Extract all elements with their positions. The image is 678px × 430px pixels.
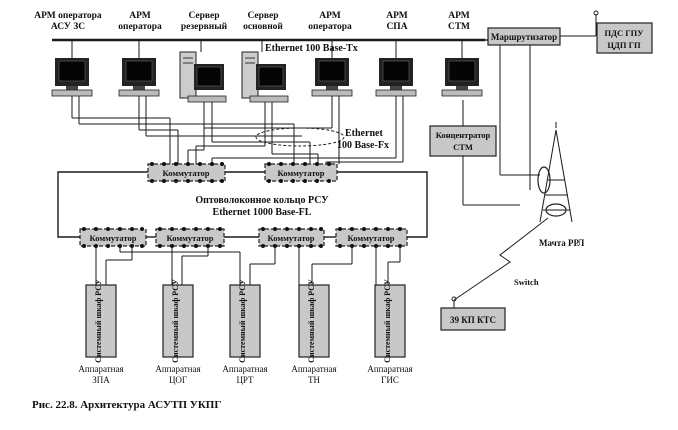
- ws4-line1: Сервер: [247, 11, 278, 21]
- fx-ellipse: [255, 127, 345, 147]
- cabinet-zpa: Системный шкаф РСУ: [85, 279, 117, 363]
- optical-ring: [57, 171, 428, 238]
- switch-top-right: Коммутатор: [264, 162, 338, 183]
- pc-icon-6: [375, 58, 417, 97]
- server-icon-main: [241, 51, 289, 103]
- cabinet-gis: Системный шкаф РСУ: [374, 279, 406, 363]
- pds-box: [596, 22, 653, 54]
- switch-bottom-4-label: Коммутатор: [347, 233, 394, 243]
- cabinet-zpa-cap1: Аппаратная: [78, 364, 123, 374]
- switch-bottom-2: Коммутатор: [155, 227, 225, 248]
- ws3-line1: Сервер: [188, 11, 219, 21]
- ws5-line1: АРМ: [319, 11, 340, 21]
- switch-bottom-4: Коммутатор: [335, 227, 408, 248]
- switch-bottom-1-label: Коммутатор: [89, 233, 136, 243]
- ethernet-tx-label: Ethernet 100 Base-Tx: [265, 43, 358, 54]
- mast-rrl: [537, 122, 573, 223]
- switch-bottom-1: Коммутатор: [79, 227, 147, 248]
- ws7-line2: СТМ: [448, 22, 470, 32]
- cabinet-gis-text: Системный шкаф РСУ: [383, 279, 392, 363]
- switch-top-right-label: Коммутатор: [277, 168, 324, 178]
- switch-bottom-3-label: Коммутатор: [267, 233, 314, 243]
- concentrator-line2: СТМ: [453, 142, 473, 152]
- switch-top-left: Коммутатор: [147, 162, 226, 183]
- concentrator-line1: Концентратор: [436, 130, 491, 140]
- pc-icon-1: [51, 58, 93, 97]
- cabinet-tn-cap2: ТН: [308, 375, 320, 385]
- ws3-line2: резервный: [181, 21, 228, 32]
- figure-caption: Рис. 22.8. Архитектура АСУТП УКПГ: [32, 399, 222, 411]
- cabinet-tn-cap1: Аппаратная: [291, 364, 336, 374]
- cabinet-cog: Системный шкаф РСУ: [162, 279, 194, 363]
- cabinet-wiring: [95, 246, 401, 285]
- cabinet-gis-cap1: Аппаратная: [367, 364, 412, 374]
- ring-line1: Оптоволоконное кольцо РСУ: [195, 195, 329, 206]
- cabinet-zpa-cap2: ЗПА: [92, 375, 110, 385]
- kp-label: 39 КП КТС: [450, 315, 496, 325]
- switch-top-left-label: Коммутатор: [162, 168, 209, 178]
- workstation-labels: АРМ оператора АСУ ЗС АРМ оператора Серве…: [34, 11, 470, 32]
- cabinet-crt: Системный шкаф РСУ: [229, 279, 261, 363]
- ws1-line1: АРМ оператора: [34, 11, 102, 21]
- ethernet-fx-line2: 100 Base-Fx: [337, 140, 389, 151]
- ws6-line1: АРМ: [386, 11, 407, 21]
- switch-bottom-2-label: Коммутатор: [166, 233, 213, 243]
- cabinet-cog-cap2: ЦОГ: [169, 375, 187, 385]
- concentrator-box: [429, 125, 497, 157]
- cabinet-gis-cap2: ГИС: [381, 375, 399, 385]
- pc-icon-5: [311, 58, 353, 97]
- pc-icon-7: [441, 58, 483, 97]
- ws4-line2: основной: [243, 21, 283, 32]
- ws7-line1: АРМ: [448, 11, 469, 21]
- cabinet-tn: Системный шкаф РСУ: [298, 279, 330, 363]
- cabinet-crt-text: Системный шкаф РСУ: [238, 279, 247, 363]
- ethernet-fx-line1: Ethernet: [345, 128, 383, 139]
- cabinet-tn-text: Системный шкаф РСУ: [307, 279, 316, 363]
- pds-line1: ПДС ГПУ: [605, 28, 645, 38]
- radio-link: [453, 217, 549, 301]
- cabinet-zpa-text: Системный шкаф РСУ: [94, 279, 103, 363]
- ws2-line2: оператора: [118, 22, 162, 32]
- switch-bottom-3: Коммутатор: [258, 227, 325, 248]
- bus-drops: [71, 40, 463, 58]
- switch-word: Switch: [514, 277, 539, 287]
- server-icon-reserve: [179, 51, 227, 103]
- ring-line2: Ethernet 1000 Base-FL: [213, 207, 312, 218]
- cabinet-crt-cap1: Аппаратная: [222, 364, 267, 374]
- pds-line2: ЦДП ГП: [607, 40, 641, 50]
- router-label: Маршрутизатор: [491, 32, 557, 42]
- ws1-line2: АСУ ЗС: [51, 22, 85, 32]
- mast-label: Мачта РРЛ: [539, 238, 585, 248]
- kp-box: [440, 307, 506, 331]
- pc-icon-2: [118, 58, 160, 97]
- ws2-line1: АРМ: [129, 11, 150, 21]
- workstation-wiring: [71, 96, 404, 164]
- ws6-line2: СПА: [386, 22, 407, 32]
- cabinet-cog-text: Системный шкаф РСУ: [171, 279, 180, 363]
- cabinet-cog-cap1: Аппаратная: [155, 364, 200, 374]
- cabinet-crt-cap2: ЦРТ: [236, 375, 254, 385]
- ws5-line2: оператора: [308, 22, 352, 32]
